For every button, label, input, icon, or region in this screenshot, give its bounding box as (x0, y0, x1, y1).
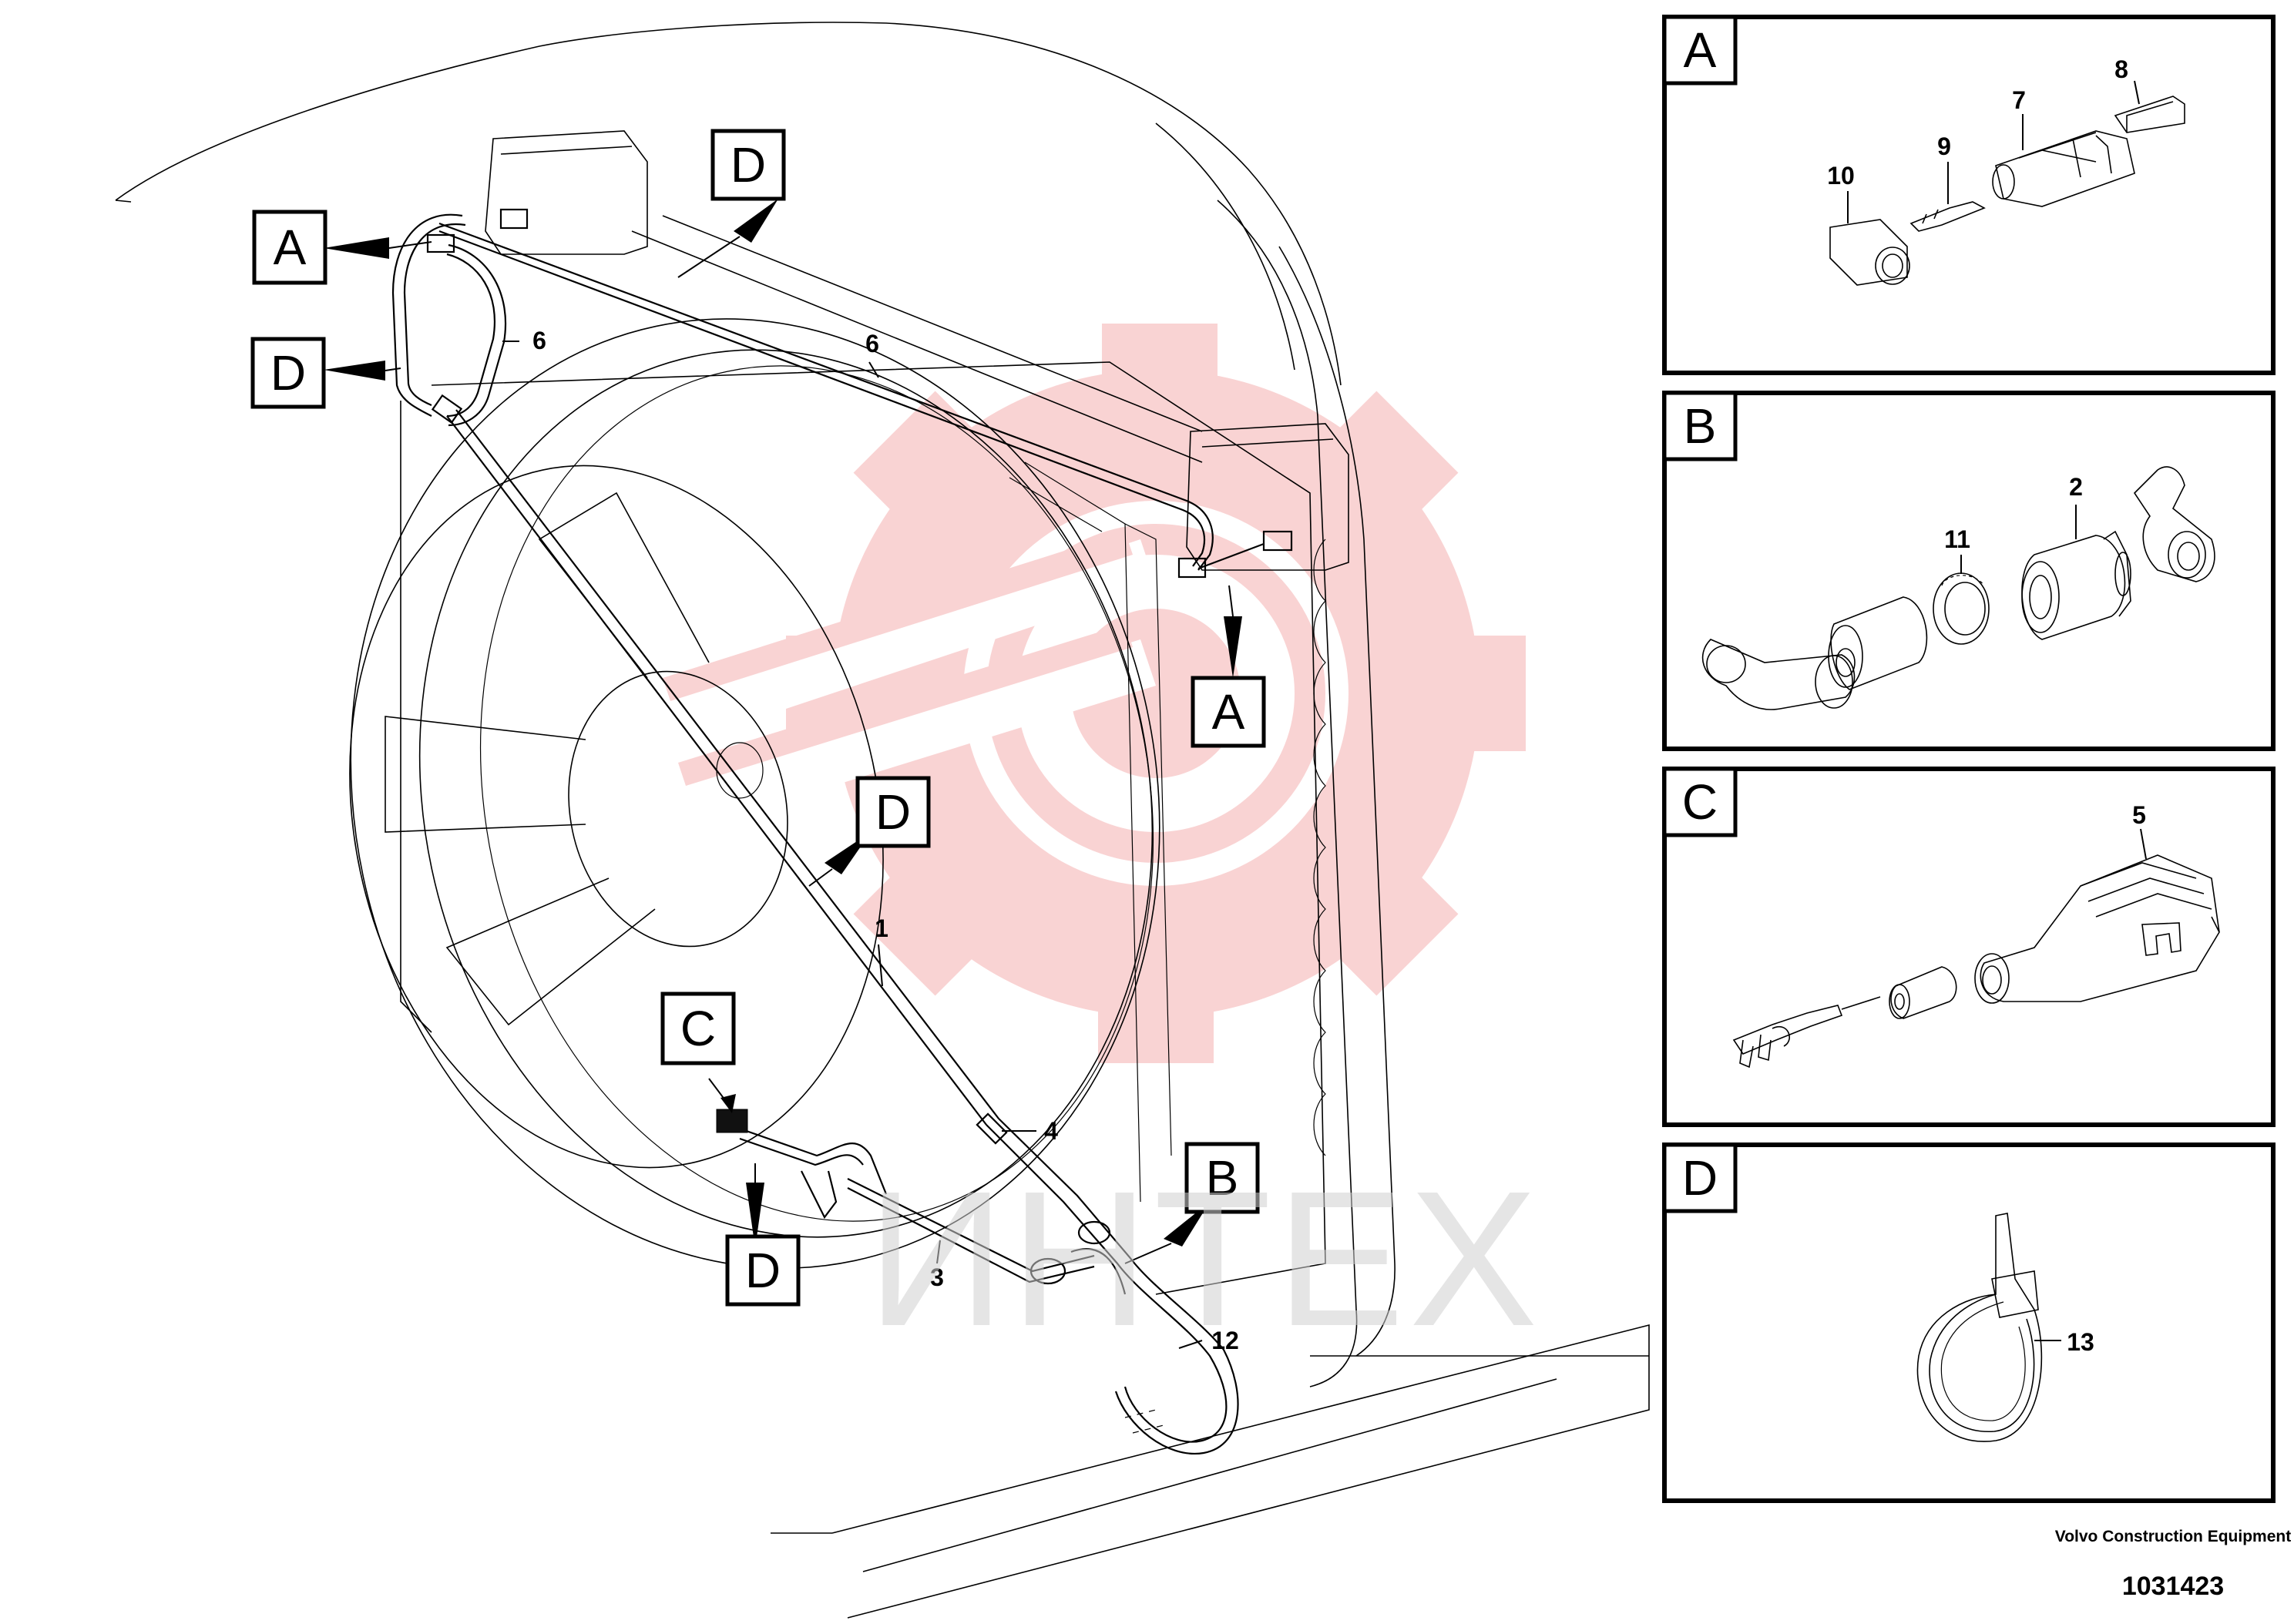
part-elbow-cap-icon (2133, 466, 2215, 582)
part-number-3: 3 (930, 1263, 944, 1291)
footer-drawing-id: 1031423 (2121, 1572, 2225, 1601)
part-number-6-left: 6 (532, 327, 546, 354)
part-number-13: 13 (2067, 1328, 2094, 1356)
part-number-12: 12 (1211, 1327, 1239, 1354)
part-number-4: 4 (1044, 1117, 1058, 1145)
svg-text:C: C (680, 1001, 716, 1056)
detail-panel-a: A 10 9 7 8 (1662, 15, 2276, 375)
svg-text:D: D (270, 345, 306, 401)
part-cable-tie-icon (1916, 1213, 2043, 1442)
part-wire-seal-icon (1889, 966, 1957, 1019)
part-plug-housing-icon (1974, 854, 2220, 1004)
detail-panel-d: D 13 (1662, 1143, 2276, 1503)
callout-leaders (324, 199, 1242, 1349)
part-number-8: 8 (2114, 55, 2128, 83)
svg-text:A: A (1684, 22, 1717, 78)
part-terminal-icon (1909, 201, 1986, 232)
part-crimp-terminal-icon (1732, 996, 1881, 1069)
part-connector-housing-icon (1992, 130, 2135, 207)
svg-text:D: D (1682, 1150, 1718, 1206)
part-seal-icon (2114, 96, 2185, 133)
callout-a-top-left: A (252, 210, 327, 285)
svg-text:B: B (1206, 1150, 1239, 1206)
part-number-6-top: 6 (865, 330, 879, 357)
callout-d-top: D (710, 129, 786, 201)
callout-b-main: B (1184, 1142, 1260, 1214)
machine-housing-outline (115, 22, 1650, 1619)
callout-a-right: A (1191, 676, 1266, 748)
part-number-10: 10 (1827, 162, 1855, 190)
svg-text:A: A (274, 220, 307, 275)
svg-text:D: D (745, 1243, 781, 1298)
detail-panel-c: C 5 (1662, 767, 2276, 1127)
part-number-7: 7 (2012, 86, 2026, 114)
detail-panel-b: B (1662, 391, 2276, 751)
callout-d-center: D (855, 776, 931, 848)
callout-c-main: C (660, 992, 736, 1065)
svg-text:D: D (875, 784, 911, 840)
part-number-5: 5 (2132, 801, 2146, 829)
watermark-gear-icon (663, 324, 1526, 1063)
svg-text:D: D (731, 137, 766, 193)
part-number-1: 1 (875, 914, 888, 942)
svg-text:A: A (1212, 684, 1245, 740)
part-receptacle-icon (2021, 530, 2131, 640)
part-number-2: 2 (2069, 473, 2083, 501)
part-sleeve-icon (1828, 596, 1928, 690)
part-elbow-boot-icon (1701, 639, 1856, 710)
svg-text:B: B (1684, 398, 1717, 454)
svg-text:C: C (1682, 774, 1718, 830)
part-cap-icon (1829, 219, 1910, 286)
footer-company: Volvo Construction Equipment (2054, 1528, 2292, 1545)
watermark-text: ИНТЕХ (867, 1151, 1543, 1366)
callout-d-left: D (250, 337, 326, 409)
callout-d-bottom: D (725, 1234, 801, 1307)
part-number-11: 11 (1944, 525, 1970, 553)
part-number-9: 9 (1937, 133, 1951, 160)
